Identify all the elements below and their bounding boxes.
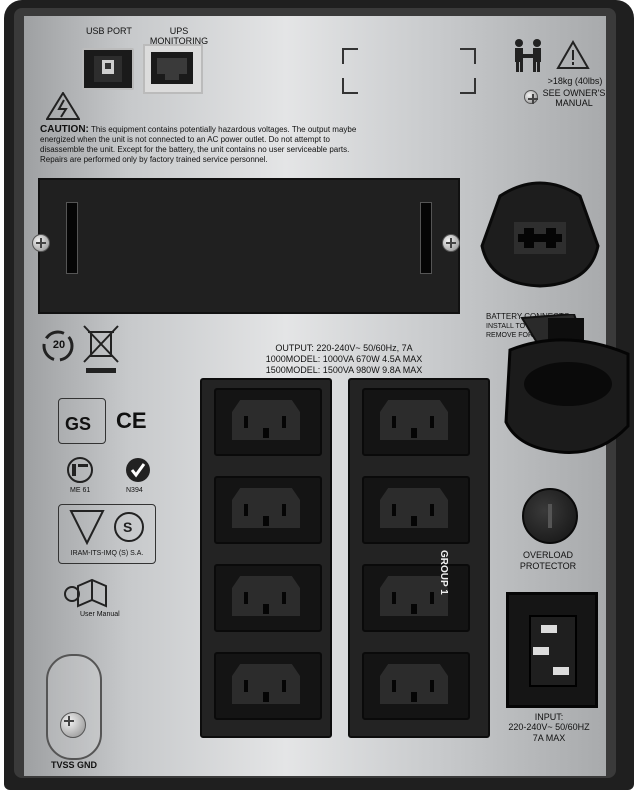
caution-body: This equipment contains potentially haza…: [40, 125, 357, 164]
weee-bin-icon: [83, 325, 119, 373]
ups-monitoring-port[interactable]: [143, 44, 203, 94]
tvss-gnd-label: TVSS GND: [50, 760, 97, 770]
bracket-corner-bl: [342, 78, 358, 94]
overload-slot: [548, 504, 552, 528]
outlet-bank-right: [348, 378, 490, 738]
iram-logo: S: [69, 510, 144, 545]
warning-triangle-icon: [556, 40, 590, 69]
n394-label: N394: [126, 487, 143, 494]
panel-screw-right[interactable]: [442, 234, 460, 252]
me61-label: ME 61: [70, 487, 91, 494]
overload-label-1: OVERLOAD: [522, 550, 573, 560]
iram-mark-icon: S IRAM-ITS-IMQ (S) S.A.: [58, 504, 156, 564]
gs-mark-text: GS: [65, 414, 92, 434]
svg-text:S: S: [123, 519, 132, 535]
outlet-left-2[interactable]: [214, 476, 322, 544]
overload-label-2: PROTECTOR: [519, 561, 577, 571]
overload-protector-button[interactable]: [522, 488, 578, 544]
inlet-pin-3: [553, 667, 569, 675]
caution-heading: CAUTION:: [40, 124, 89, 135]
user-manual-icon: [64, 578, 107, 608]
outlet-right-3[interactable]: [362, 564, 470, 632]
battery-connector-housing: [480, 181, 600, 288]
inlet-pin-2: [533, 647, 549, 655]
ac-inlet: [529, 615, 577, 687]
battery-connector-plug[interactable]: [504, 314, 634, 464]
ac-input-socket[interactable]: [506, 592, 598, 708]
input-label-3: 7A MAX: [532, 733, 566, 743]
shock-hazard-icon: [46, 92, 80, 120]
outlet-left-4[interactable]: [214, 652, 322, 720]
panel-slot-right: [420, 202, 432, 274]
person-lift-icon: [515, 39, 541, 72]
bracket-corner-br: [460, 78, 476, 94]
n394-mark-icon: [126, 458, 150, 482]
usb-port-label: USB PORT: [86, 26, 132, 36]
inlet-pin-1: [541, 625, 557, 633]
blank-expansion-panel: [38, 178, 460, 314]
panel-slot-left: [66, 202, 78, 274]
gs-mark-icon: GS: [58, 398, 106, 444]
bracket-corner-tr: [460, 48, 476, 64]
tvss-ground-recess: [46, 654, 102, 760]
bracket-corner-tl: [342, 48, 358, 64]
output-rating-2: 1000MODEL: 1000VA 670W 4.5A MAX: [265, 354, 423, 364]
weight-warning-text: >18kg (40lbs): [547, 76, 603, 86]
usb-port[interactable]: [82, 48, 134, 90]
iram-label: IRAM-ITS-IMQ (S) S.A.: [70, 550, 144, 557]
group-label: GROUP 1: [438, 550, 449, 595]
input-label-2: 220-240V~ 50/60HZ: [508, 722, 590, 732]
outlet-right-1[interactable]: [362, 388, 470, 456]
battery-connector-install: INSTALL TO OPER: [486, 323, 547, 330]
caution-text-block: CAUTION: This equipment contains potenti…: [40, 125, 360, 165]
outlet-right-4[interactable]: [362, 652, 470, 720]
input-label-1: INPUT:: [534, 712, 564, 722]
outlet-bank-left: [200, 378, 332, 738]
battery-connector-label: BATTERY CONNECTO: [486, 312, 570, 321]
panel-screw-left[interactable]: [32, 234, 50, 252]
output-rating-1: OUTPUT: 220-240V~ 50/60Hz, 7A: [275, 343, 413, 353]
battery-connector-remove: REMOVE FOR: [486, 332, 534, 339]
outlet-left-1[interactable]: [214, 388, 322, 456]
outlet-left-3[interactable]: [214, 564, 322, 632]
pct-mark-icon: [67, 457, 93, 483]
recycle-years: 20: [52, 339, 66, 351]
rj45-port-icon: [151, 52, 193, 84]
ce-mark-icon: CE: [116, 408, 147, 433]
usb-port-icon: [94, 56, 122, 82]
screw-icon: [524, 90, 538, 104]
user-manual-label: User Manual: [80, 611, 120, 618]
output-rating-3: 1500MODEL: 1500VA 980W 9.8A MAX: [265, 365, 423, 375]
see-manual-text: SEE OWNER'S MANUAL: [542, 88, 606, 108]
recycle-icon: [42, 330, 74, 362]
ground-screw-icon[interactable]: [60, 712, 86, 738]
outlet-right-2[interactable]: [362, 476, 470, 544]
